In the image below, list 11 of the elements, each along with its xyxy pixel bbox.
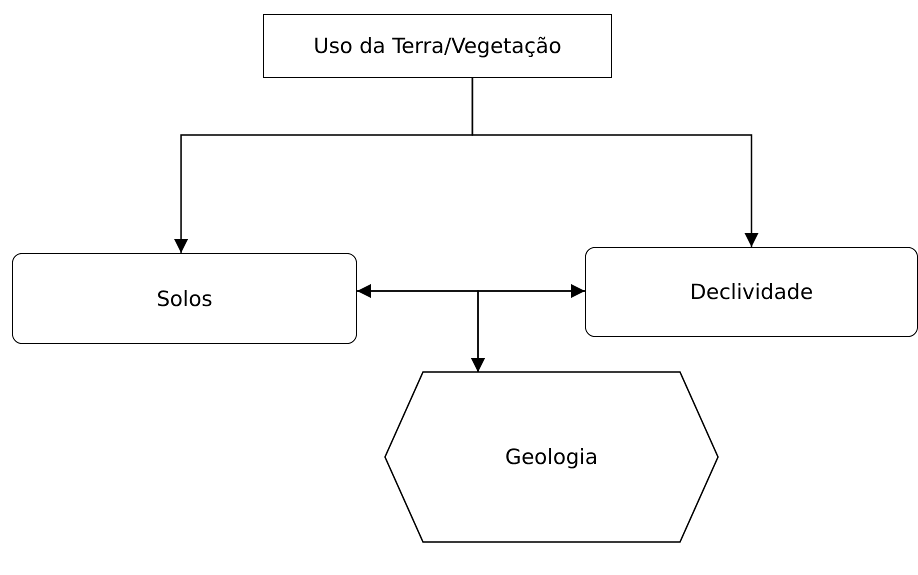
process-box <box>585 247 918 337</box>
process-box <box>12 253 357 344</box>
node-label: Declividade <box>690 280 814 304</box>
node-label: Geologia <box>505 445 598 469</box>
node-label: Solos <box>156 286 212 310</box>
arrow <box>471 290 585 372</box>
hexagon-node <box>385 372 718 542</box>
arrow <box>357 284 585 298</box>
node-label: Uso da Terra/Vegetação <box>313 34 562 58</box>
arrow <box>472 78 758 247</box>
process-box <box>263 14 612 78</box>
